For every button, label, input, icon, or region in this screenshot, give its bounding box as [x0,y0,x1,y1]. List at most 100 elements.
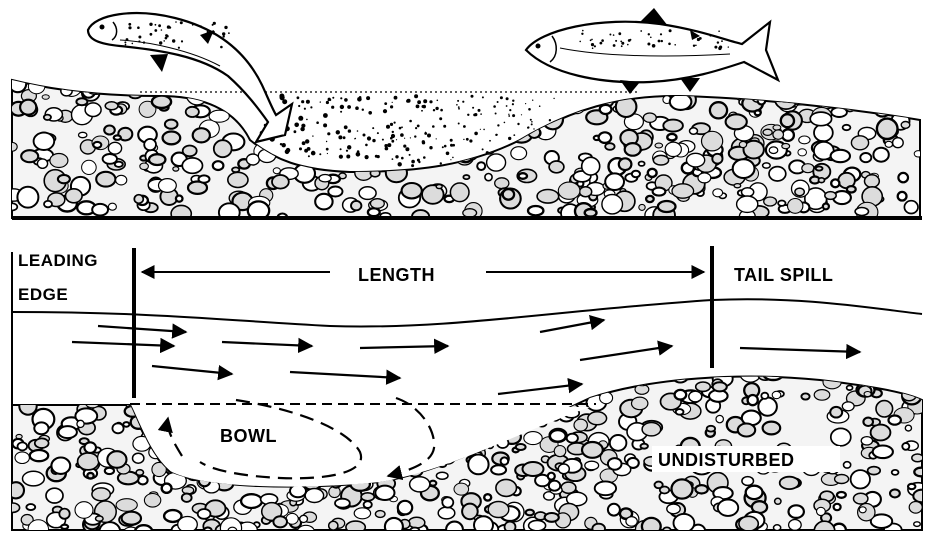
sediment-dot [338,135,342,139]
fish-spot [579,41,581,43]
sediment-dot [506,97,509,100]
gravel-stone [737,196,758,212]
sediment-dot [399,163,402,166]
gravel-stone [713,189,723,197]
sediment-dot [474,132,478,136]
gravel-stone [516,74,531,83]
gravel-stone [14,371,27,380]
sediment-dot [299,147,302,150]
gravel-stone [519,173,527,179]
gravel-stone [810,112,831,126]
gravel-stone [835,475,849,484]
gravel-stone [114,135,121,139]
gravel-stone [133,453,144,463]
gravel-stone [675,390,687,400]
gravel-stone [558,182,580,199]
sediment-dot [312,135,313,136]
gravel-stone [193,128,210,142]
gravel-stone [775,90,797,109]
gravel-stone [383,86,393,95]
gravel-stone [163,132,181,145]
sediment-dot [346,150,348,152]
fish-spot [600,42,603,45]
gravel-stone [341,118,360,132]
gravel-stone [746,486,763,499]
gravel-stone [761,393,768,399]
gravel-stone [874,80,882,88]
gravel-stone [533,99,552,113]
gravel-stone [795,188,804,196]
gravel-stone [676,409,684,415]
gravel-stone [241,494,262,508]
sediment-dot [344,98,348,102]
gravel-stone [394,379,413,397]
gravel-stone [26,366,45,379]
gravel-stone [295,395,312,408]
fish-spot [180,21,183,24]
fish-spot [650,37,652,39]
gravel-stone [331,394,347,404]
gravel-stone [842,402,854,411]
sediment-dot [356,152,361,157]
gravel-stone [913,490,930,503]
gravel-stone [436,472,448,479]
gravel-stone [807,74,825,90]
gravel-stone [66,189,83,203]
gravel-stone [100,381,121,401]
gravel-stone [710,102,727,118]
gravel-stone [450,183,469,202]
gravel-stone [600,105,612,114]
gravel-stone [330,122,339,130]
sediment-dot [395,155,398,158]
gravel-stone [908,484,915,489]
gravel-stone [914,80,922,86]
sediment-dot [414,94,418,98]
leading-edge-label-line2: EDGE [18,285,68,304]
gravel-stone [336,389,343,393]
gravel-stone [15,371,31,382]
gravel-stone [182,74,197,88]
gravel-stone [588,412,607,425]
gravel-stone [409,517,425,528]
gravel-stone [402,183,422,198]
gravel-stone [898,192,907,201]
sediment-dot [493,105,496,108]
gravel-stone [423,115,437,125]
gravel-stone [459,151,472,163]
gravel-stone [468,455,488,475]
gravel-stone [898,173,908,182]
gravel-stone [92,488,110,501]
gravel-stone [604,369,613,377]
flow-arrow [360,346,448,348]
fish-spot [224,26,227,29]
gravel-stone [831,428,851,445]
fish-spot [668,43,671,46]
sediment-dot [450,139,453,142]
gravel-stone [756,84,775,99]
gravel-stone [454,483,469,495]
gravel-stone [232,102,248,116]
fish-spot [695,45,697,47]
gravel-stone [583,369,596,381]
gravel-stone [774,525,781,531]
gravel-stone [176,196,183,202]
sediment-dot [326,101,329,104]
gravel-stone [198,509,211,519]
gravel-stone [742,477,754,486]
gravel-stone [855,76,862,81]
gravel-stone [574,419,587,431]
gravel-stone [772,391,781,398]
sediment-dot [480,129,481,130]
gravel-stone [378,140,384,146]
gravel-stone [439,122,461,140]
fish-spot [728,46,729,47]
gravel-stone [740,365,761,382]
gravel-stone [20,100,36,115]
fish-spot [581,33,583,35]
gravel-stone [418,392,432,402]
sediment-dot [332,97,334,99]
gravel-stone [902,443,909,450]
gravel-stone [30,386,45,399]
gravel-stone [726,114,747,129]
gravel-stone [716,415,723,422]
